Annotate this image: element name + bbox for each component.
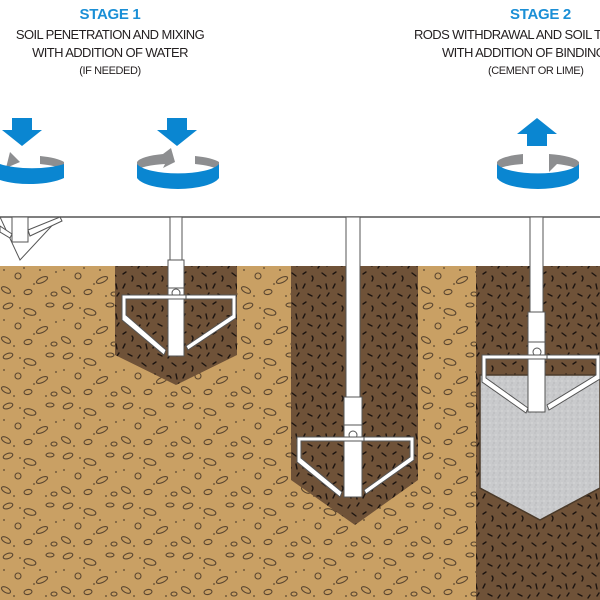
stage-2-note: (CEMENT OR LIME) bbox=[488, 65, 584, 77]
rotation-ring-icon bbox=[137, 148, 219, 189]
mixing-tool-3 bbox=[481, 216, 600, 414]
tool-1-head bbox=[0, 216, 63, 261]
rotation-down-arrow-icon bbox=[157, 118, 197, 146]
stage-1-line-2: WITH ADDITION OF WATER bbox=[32, 45, 188, 60]
rotation-ring-icon bbox=[497, 154, 579, 189]
stage-1-title: STAGE 1 bbox=[79, 6, 141, 23]
stage-2-line-1: RODS WITHDRAWAL AND SOIL TR bbox=[414, 27, 600, 42]
stage-1-caption: STAGE 1 SOIL PENETRATION AND MIXING WITH… bbox=[0, 4, 220, 80]
stage-2-line-2: WITH ADDITION OF BINDING bbox=[442, 45, 600, 60]
stage-2-title: STAGE 2 bbox=[510, 6, 571, 23]
rotation-down-arrow-icon bbox=[2, 118, 42, 146]
stage-2-caption: STAGE 2 RODS WITHDRAWAL AND SOIL TR WITH… bbox=[400, 4, 600, 80]
mixing-tool-2 bbox=[296, 216, 415, 498]
rotation-ring-icon bbox=[0, 152, 64, 185]
stage-1-note: (IF NEEDED) bbox=[79, 65, 141, 77]
mixing-tool-1 bbox=[121, 216, 237, 357]
rotation-up-arrow-icon bbox=[517, 118, 557, 146]
stage-1-line-1: SOIL PENETRATION AND MIXING bbox=[15, 27, 205, 42]
binder-column bbox=[479, 374, 600, 521]
